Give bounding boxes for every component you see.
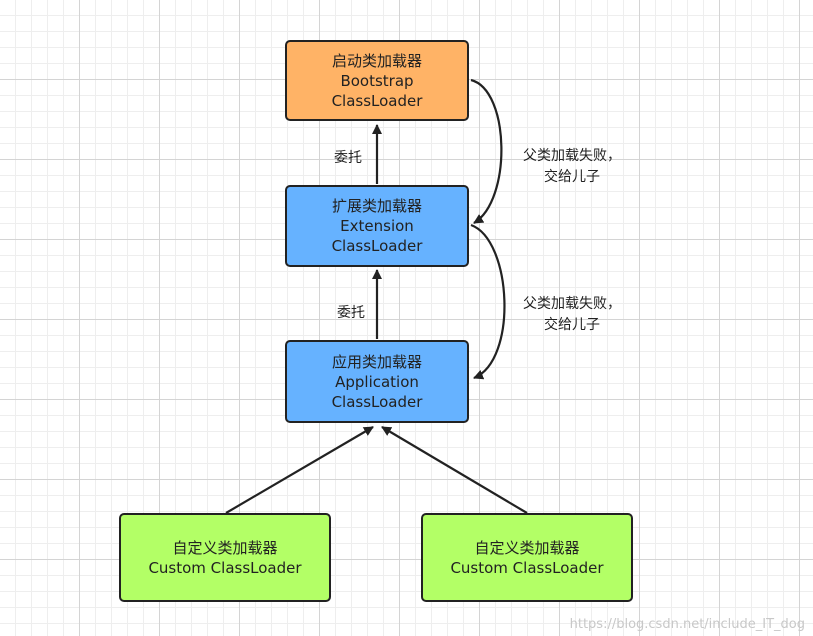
custom-classloader-left-node: 自定义类加载器 Custom ClassLoader xyxy=(119,513,331,602)
watermark: https://blog.csdn.net/include_IT_dog xyxy=(569,617,805,632)
fallback-bottom-line2: 交给儿子 xyxy=(544,317,600,333)
custom-left-en-label: Custom ClassLoader xyxy=(148,558,302,577)
bootstrap-classloader-node: 启动类加载器 Bootstrap ClassLoader xyxy=(285,40,469,121)
application-classloader-label: ClassLoader xyxy=(331,392,423,411)
custom-right-cn-label: 自定义类加载器 xyxy=(474,538,580,557)
fallback-top-line1: 父类加载失败， xyxy=(523,148,621,164)
bootstrap-en-label: Bootstrap xyxy=(340,71,414,90)
fallback-top-line2: 交给儿子 xyxy=(544,169,600,185)
extension-classloader-node: 扩展类加载器 Extension ClassLoader xyxy=(285,185,469,267)
application-en-label: Application xyxy=(335,372,419,391)
application-cn-label: 应用类加载器 xyxy=(331,352,422,371)
arrow-custom-left-to-app xyxy=(225,426,374,514)
custom-classloader-right-node: 自定义类加载器 Custom ClassLoader xyxy=(421,513,633,602)
bootstrap-cn-label: 启动类加载器 xyxy=(331,51,422,70)
fallback-curve-ext-to-app xyxy=(470,223,506,380)
custom-left-cn-label: 自定义类加载器 xyxy=(172,538,278,557)
extension-en-label: Extension xyxy=(340,217,414,235)
custom-right-en-label: Custom ClassLoader xyxy=(450,558,604,577)
delegate-label-top: 委托 xyxy=(334,150,362,166)
extension-classloader-label: ClassLoader xyxy=(331,237,423,255)
fallback-label-top: 父类加载失败， 交给儿子 xyxy=(523,146,621,188)
delegate-label-bottom: 委托 xyxy=(337,305,365,321)
application-classloader-node: 应用类加载器 Application ClassLoader xyxy=(285,340,469,423)
arrow-custom-right-to-app xyxy=(381,426,528,514)
fallback-bottom-line1: 父类加载失败， xyxy=(523,296,621,312)
bootstrap-classloader-label: ClassLoader xyxy=(331,91,423,110)
fallback-curve-boot-to-ext xyxy=(470,78,503,224)
fallback-label-bottom: 父类加载失败， 交给儿子 xyxy=(523,294,621,336)
extension-cn-label: 扩展类加载器 xyxy=(331,197,422,215)
